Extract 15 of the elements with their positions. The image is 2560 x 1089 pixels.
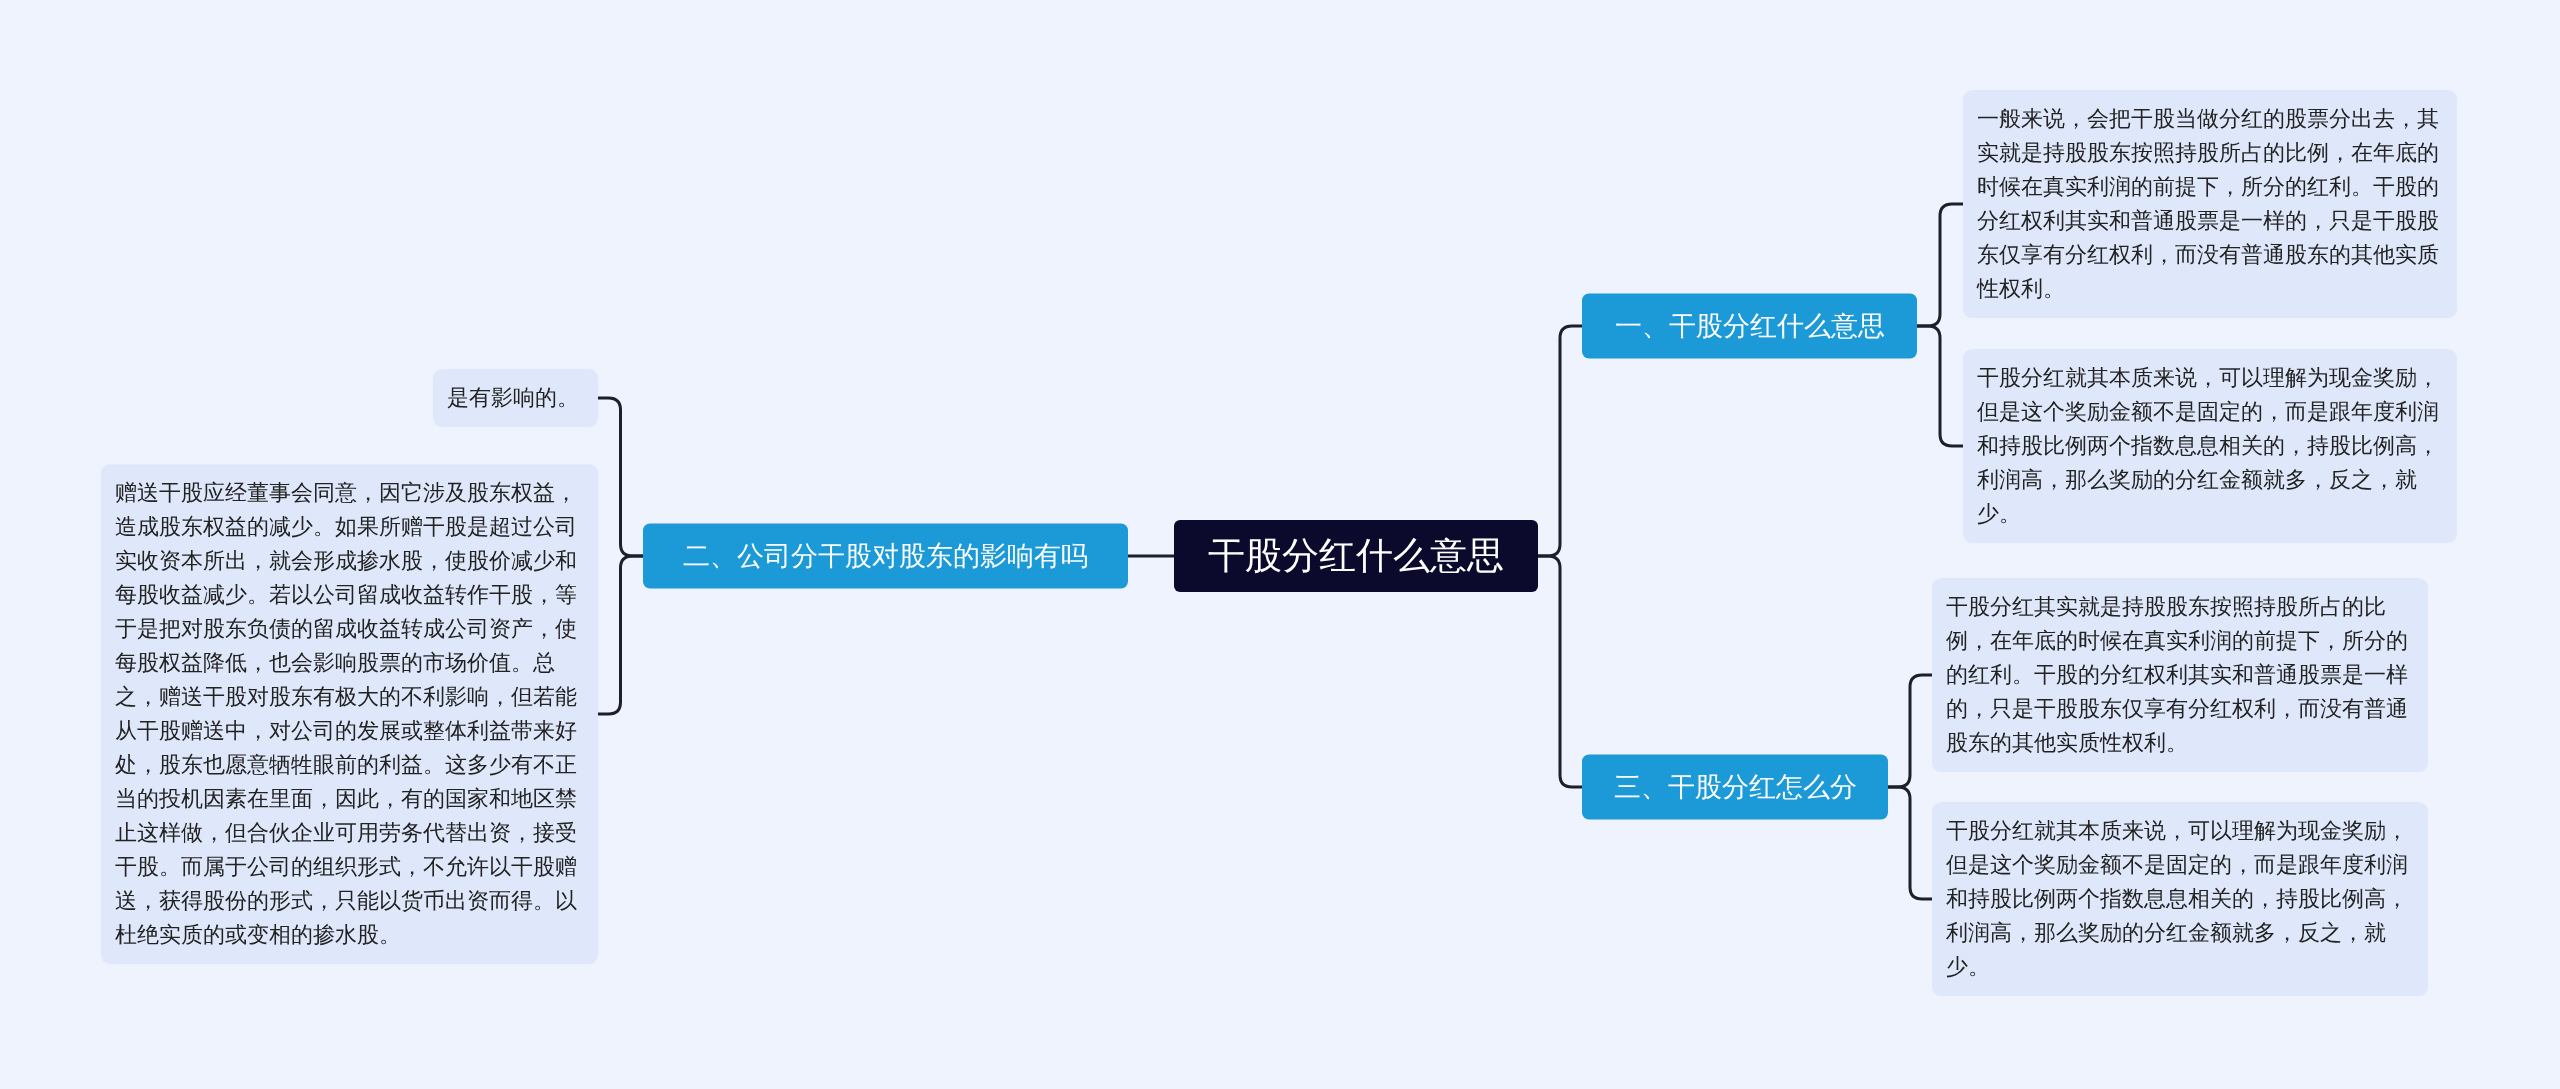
- note-box: 一般来说，会把干股当做分红的股票分出去，其实就是持股股东按照持股所占的比例，在年底的时候在真实利润的前提下，所分的红利。干股的分红权利其实和普通股票是一样的，只是干股股东仅享有分红权利，而没有普通股东的其他实质性权利。: [1963, 90, 2457, 318]
- connector-line: [1538, 554, 1582, 789]
- note-box: 干股分红就其本质来说，可以理解为现金奖励，但是这个奖励金额不是固定的，而是跟年度利润和持股比例两个指数息息相关的，持股比例高，利润高，那么奖励的分红金额就多，反之，就少。: [1963, 349, 2457, 543]
- connector-line: [598, 554, 643, 716]
- branch-topic-box: 二、公司分干股对股东的影响有吗: [643, 523, 1128, 589]
- root-topic-box: 干股分红什么意思: [1174, 519, 1538, 593]
- note-box: 干股分红就其本质来说，可以理解为现金奖励，但是这个奖励金额不是固定的，而是跟年度利润和持股比例两个指数息息相关的，持股比例高，利润高，那么奖励的分红金额就多，反之，就少。: [1932, 802, 2428, 996]
- note-box: 干股分红其实就是持股股东按照持股所占的比例，在年底的时候在真实利润的前提下，所分的的红利。干股的分红权利其实和普通股票是一样的，只是干股股东仅享有分红权利，而没有普通股东的其他实质性权利。: [1932, 578, 2428, 772]
- branch-topic-box: 三、干股分红怎么分: [1582, 754, 1888, 820]
- connector-line: [1128, 554, 1174, 558]
- connector-line: [1917, 324, 1963, 448]
- note-box: 赠送干股应经董事会同意，因它涉及股东权益，造成股东权益的减少。如果所赠干股是超过公司实收资本所出，就会形成掺水股，使股价减少和每股收益减少。若以公司留成收益转作干股，等于是把对股东负债的留成收益转成公司资产，使每股权益降低，也会影响股票的市场价值。总之，赠送干股对股东有极大的不利影响，但若能从干股赠送中，对公司的发展或整体利益带来好处，股东也愿意牺牲眼前的利益。这多少有不正当的投机因素在里面，因此，有的国家和地区禁止这样做，但合伙企业可用劳务代替出资，接受干股。而属于公司的组织形式，不允许以干股赠送，获得股份的形式，只能以货币出资而得。以杜绝实质的或变相的掺水股。: [101, 464, 598, 964]
- connector-line: [1888, 785, 1932, 901]
- note-box: 是有影响的。: [433, 369, 598, 427]
- branch-topic-box: 一、干股分红什么意思: [1582, 293, 1917, 359]
